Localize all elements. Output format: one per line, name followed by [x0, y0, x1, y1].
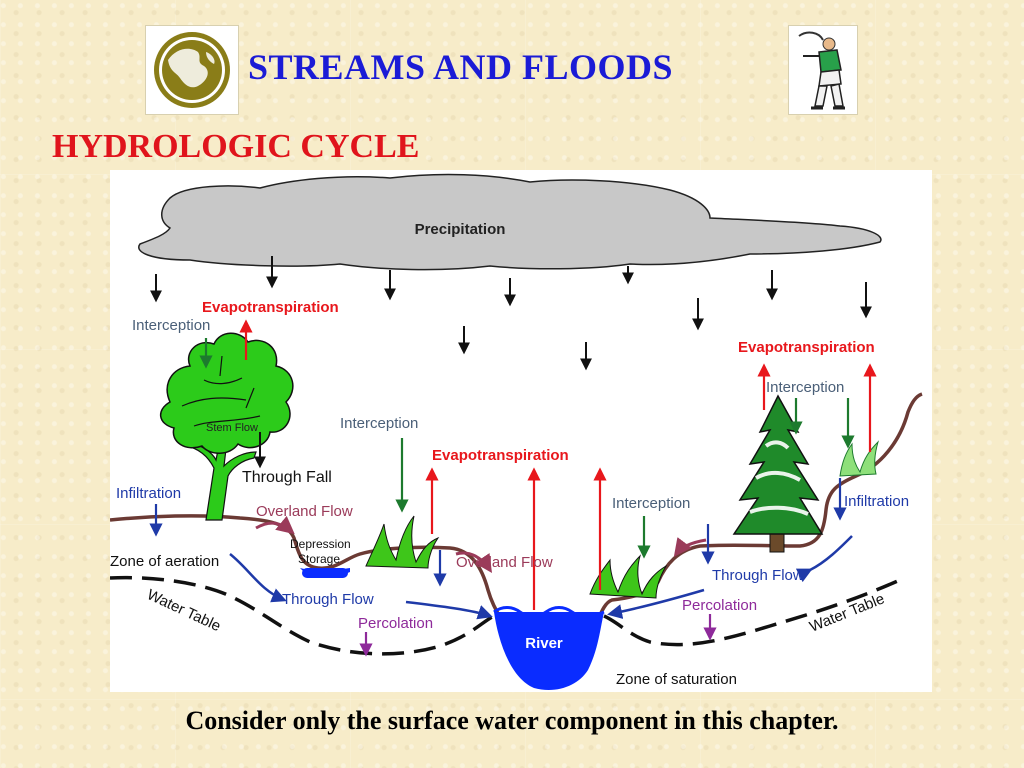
golfer-clipart-icon	[788, 25, 858, 115]
water-table-line	[109, 575, 901, 656]
through-flow-arrow-center	[405, 600, 493, 620]
evapotranspiration-label-left: Evapotranspiration	[202, 299, 339, 316]
slide-caption: Consider only the surface water componen…	[185, 706, 839, 735]
precipitation-label: Precipitation	[415, 221, 506, 238]
river-label: River	[525, 635, 563, 652]
percolation-label-left: Percolation	[358, 615, 433, 632]
overland-flow-arrow-left	[255, 515, 295, 535]
zone-of-aeration-label: Zone of aeration	[110, 553, 219, 570]
earth-globe-icon	[145, 25, 239, 115]
river-water	[494, 612, 604, 690]
grass-clump-center	[365, 515, 440, 569]
page-title: STREAMS AND FLOODS	[248, 47, 674, 87]
through-fall-label: Through Fall	[242, 469, 332, 486]
rain-arrows	[150, 256, 872, 371]
precipitation-cloud	[138, 173, 882, 271]
stem-flow-label: Stem Flow	[206, 422, 258, 434]
overland-flow-arrow-right	[673, 537, 707, 557]
section-heading: HYDROLOGIC CYCLE	[52, 128, 420, 165]
interception-label-left: Interception	[132, 317, 210, 334]
infiltration-label-left: Infiltration	[116, 485, 181, 502]
diagram-canvas: Precipitation River	[109, 173, 923, 690]
evapotranspiration-label-right: Evapotranspiration	[738, 339, 875, 356]
grass-clump-far-right	[839, 440, 880, 477]
through-flow-label-right: Through Flow	[712, 567, 804, 584]
conifer-tree	[732, 394, 824, 553]
overland-flow-label-center: Overland Flow	[456, 554, 553, 571]
through-flow-arrow-to-river	[607, 588, 705, 620]
river-surface	[493, 606, 605, 618]
interception-label-right: Interception	[766, 379, 844, 396]
through-flow-label-left: Through Flow	[282, 591, 374, 608]
through-flow-arrow-right	[795, 535, 853, 583]
percolation-label-right: Percolation	[682, 597, 757, 614]
hydrologic-cycle-diagram: Precipitation River	[109, 170, 932, 692]
depression-storage-label-1: Depression	[290, 537, 351, 551]
grass-clump-right	[589, 554, 668, 599]
infiltration-label-right: Infiltration	[844, 493, 909, 510]
interception-label-center: Interception	[340, 415, 418, 432]
zone-of-saturation-label: Zone of saturation	[616, 671, 737, 688]
overland-flow-arrow-center	[455, 551, 492, 573]
evapotranspiration-label-center: Evapotranspiration	[432, 447, 569, 464]
depression-pool	[302, 568, 348, 578]
water-table-label-right: Water Table	[807, 590, 887, 635]
overland-flow-label-left: Overland Flow	[256, 503, 353, 520]
interception-label-mid-right: Interception	[612, 495, 690, 512]
water-table-label-left: Water Table	[144, 586, 223, 635]
through-flow-arrow-left	[229, 553, 287, 603]
depression-storage-label-2: Storage	[298, 552, 340, 566]
deciduous-tree: Stem Flow	[160, 332, 294, 521]
